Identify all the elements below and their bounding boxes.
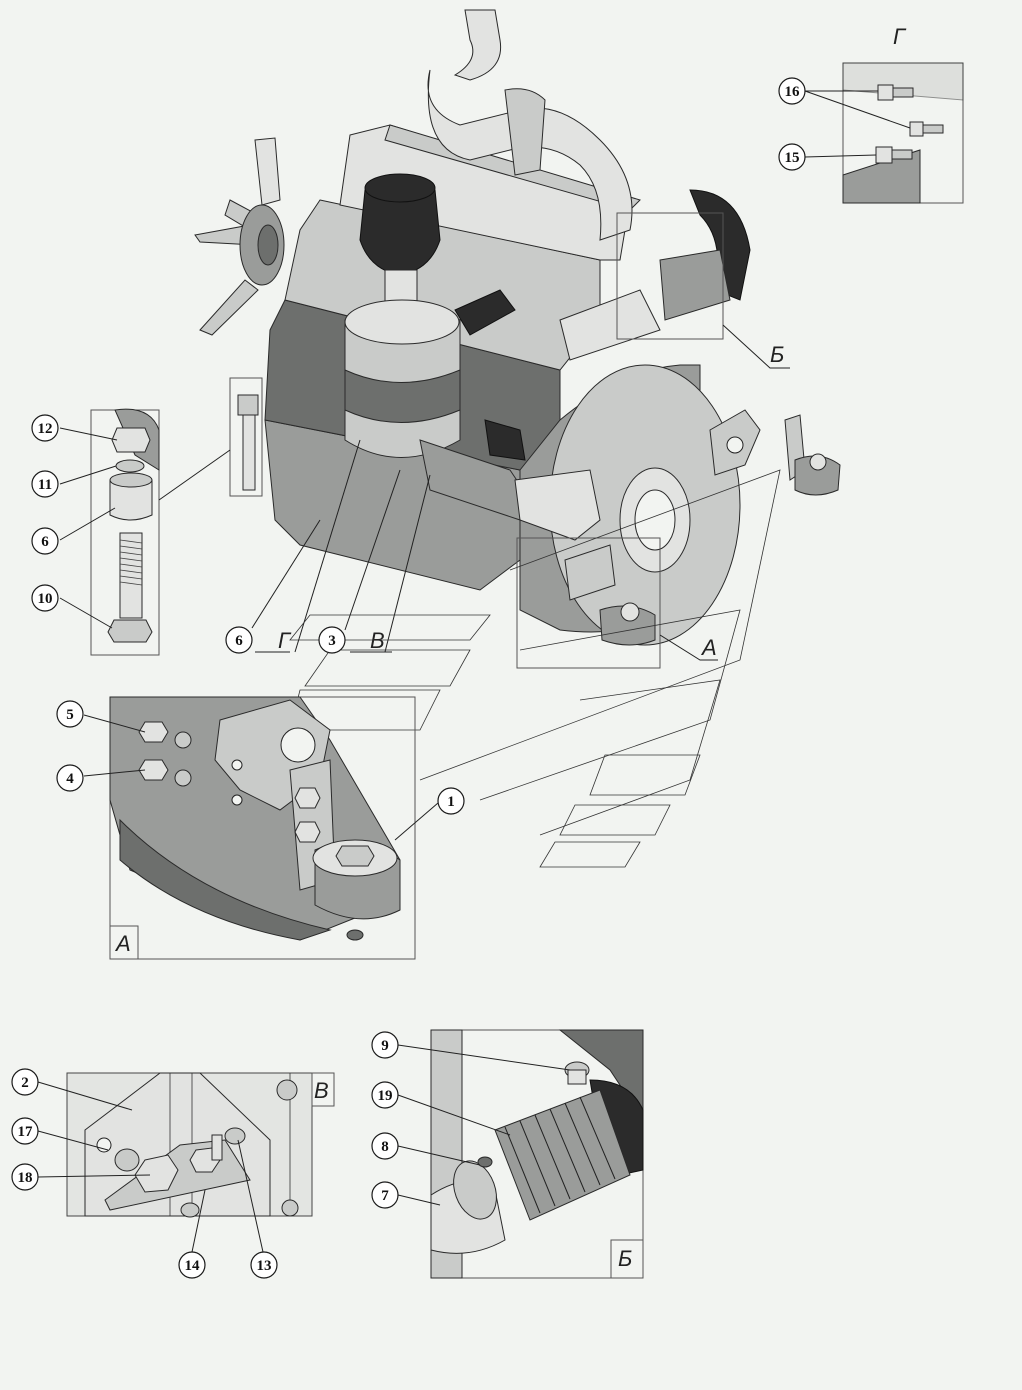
callout-19: 19 xyxy=(371,1081,399,1109)
air-hose xyxy=(559,189,751,361)
svg-text:5: 5 xyxy=(66,707,74,723)
front-mount xyxy=(564,544,656,646)
svg-text:16: 16 xyxy=(785,84,801,100)
svg-text:3: 3 xyxy=(328,633,336,649)
detail-view-b: Б xyxy=(397,1029,644,1279)
callout-18: 18 xyxy=(11,1163,39,1191)
callout-6-main: 6 xyxy=(225,626,253,654)
view-letter-b-main: Б xyxy=(770,342,784,367)
callout-1: 1 xyxy=(437,787,465,815)
svg-text:15: 15 xyxy=(785,150,800,166)
callout-6-detail: 6 xyxy=(31,527,59,555)
svg-text:2: 2 xyxy=(21,1075,29,1091)
svg-text:9: 9 xyxy=(381,1038,389,1054)
view-letter-a-box: А xyxy=(114,931,131,956)
callout-4: 4 xyxy=(56,764,84,792)
view-letter-v-label: В xyxy=(370,628,385,653)
callout-17: 17 xyxy=(11,1117,39,1145)
callout-7: 7 xyxy=(371,1181,399,1209)
detail-view-g: Г xyxy=(804,24,964,204)
view-letter-b-box: Б xyxy=(618,1246,632,1271)
callout-14: 14 xyxy=(178,1251,206,1279)
svg-text:1: 1 xyxy=(447,794,455,810)
air-filter xyxy=(344,173,516,458)
view-letter-g-top: Г xyxy=(893,24,907,49)
callout-5: 5 xyxy=(56,700,84,728)
fan xyxy=(194,137,285,336)
frame-b-area xyxy=(616,212,724,340)
svg-text:10: 10 xyxy=(38,591,53,607)
callout-15: 15 xyxy=(778,143,806,171)
frame-g-area xyxy=(229,377,263,497)
callout-12: 12 xyxy=(31,414,59,442)
detail-bolt-stack xyxy=(59,408,231,656)
callout-10: 10 xyxy=(31,584,59,612)
view-letter-a-main: А xyxy=(700,635,717,660)
svg-text:4: 4 xyxy=(66,771,74,787)
frame-a-area xyxy=(516,537,661,669)
callout-3: 3 xyxy=(318,626,346,654)
flywheel-housing xyxy=(514,364,761,646)
callout-2: 2 xyxy=(11,1068,39,1096)
callout-13: 13 xyxy=(250,1251,278,1279)
callout-11: 11 xyxy=(31,470,59,498)
svg-text:12: 12 xyxy=(38,421,53,437)
callout-9: 9 xyxy=(371,1031,399,1059)
engine-main-view xyxy=(194,9,841,669)
svg-text:17: 17 xyxy=(18,1124,34,1140)
svg-text:6: 6 xyxy=(41,534,49,550)
detail-view-a: А xyxy=(83,696,439,960)
svg-text:14: 14 xyxy=(185,1258,201,1274)
svg-text:13: 13 xyxy=(257,1258,272,1274)
callout-8: 8 xyxy=(371,1132,399,1160)
svg-text:6: 6 xyxy=(235,633,243,649)
label-strips xyxy=(289,469,781,868)
svg-text:7: 7 xyxy=(381,1188,389,1204)
svg-text:18: 18 xyxy=(18,1170,33,1186)
rear-mount xyxy=(784,414,841,496)
svg-text:8: 8 xyxy=(381,1139,389,1155)
svg-text:19: 19 xyxy=(378,1088,393,1104)
detail-view-v: В xyxy=(37,1072,335,1253)
view-letter-g-label: Г xyxy=(278,628,292,653)
callout-16: 16 xyxy=(778,77,806,105)
svg-text:11: 11 xyxy=(38,477,52,493)
view-letter-v-box: В xyxy=(314,1078,329,1103)
